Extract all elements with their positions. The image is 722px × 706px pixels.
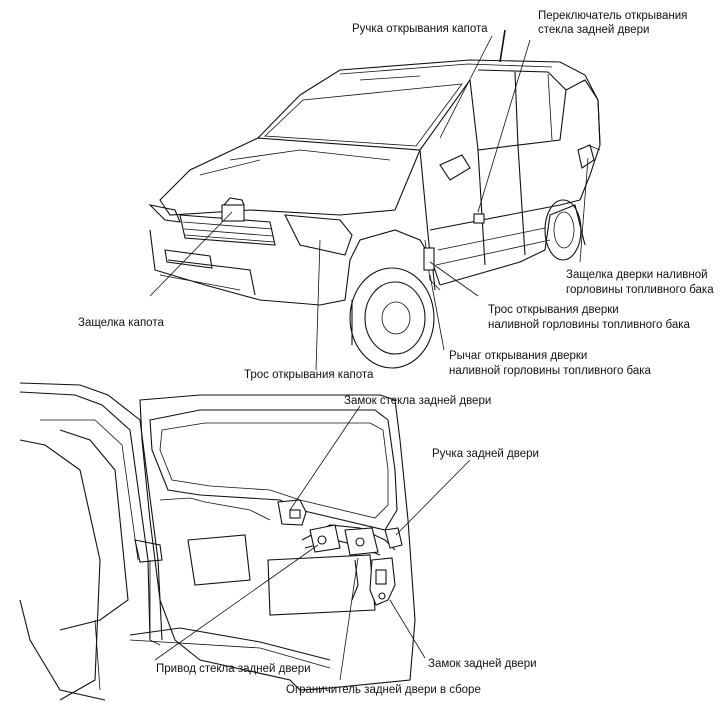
tailgate-handle-label: Ручка задней двери xyxy=(432,448,539,460)
tailgate-lock-label: Замок задней двери xyxy=(428,658,537,670)
tailgate-stopper-label: Ограничитель задней двери в сборе xyxy=(286,684,481,696)
tailgate-glass-switch-label-line2: стекла задней двери xyxy=(538,24,650,36)
car-drawing xyxy=(148,29,601,369)
hood-latch-label: Защелка капота xyxy=(78,317,164,329)
fuel-door-latch-label-line2: горловины топливного бака xyxy=(566,284,714,296)
fuel-door-cable-label-line1: Трос открывания дверки xyxy=(488,304,619,316)
hood-release-handle-label: Ручка открывания капота xyxy=(352,23,488,35)
tailgate-leader-lines xyxy=(154,405,471,681)
hood-cable-label: Трос открывания капота xyxy=(244,369,374,381)
fuel-door-cable-label-line2: наливной горловины топливного бака xyxy=(488,319,690,331)
tailgate-glass-actuator-label: Привод стекла задней двери xyxy=(156,663,311,675)
fuel-door-lever-label-line1: Рычаг открывания дверки xyxy=(449,350,588,362)
tailgate-glass-lock-label: Замок стекла задней двери xyxy=(344,395,492,407)
tailgate-drawing xyxy=(19,382,416,701)
fuel-door-lever-label-line2: наливной горловины топливного бака xyxy=(449,365,651,377)
fuel-door-latch-label-line1: Защелка дверки наливной xyxy=(566,269,708,281)
car-leader-lines xyxy=(149,35,589,371)
tailgate-glass-switch-label-line1: Переключатель открывания xyxy=(538,10,688,22)
